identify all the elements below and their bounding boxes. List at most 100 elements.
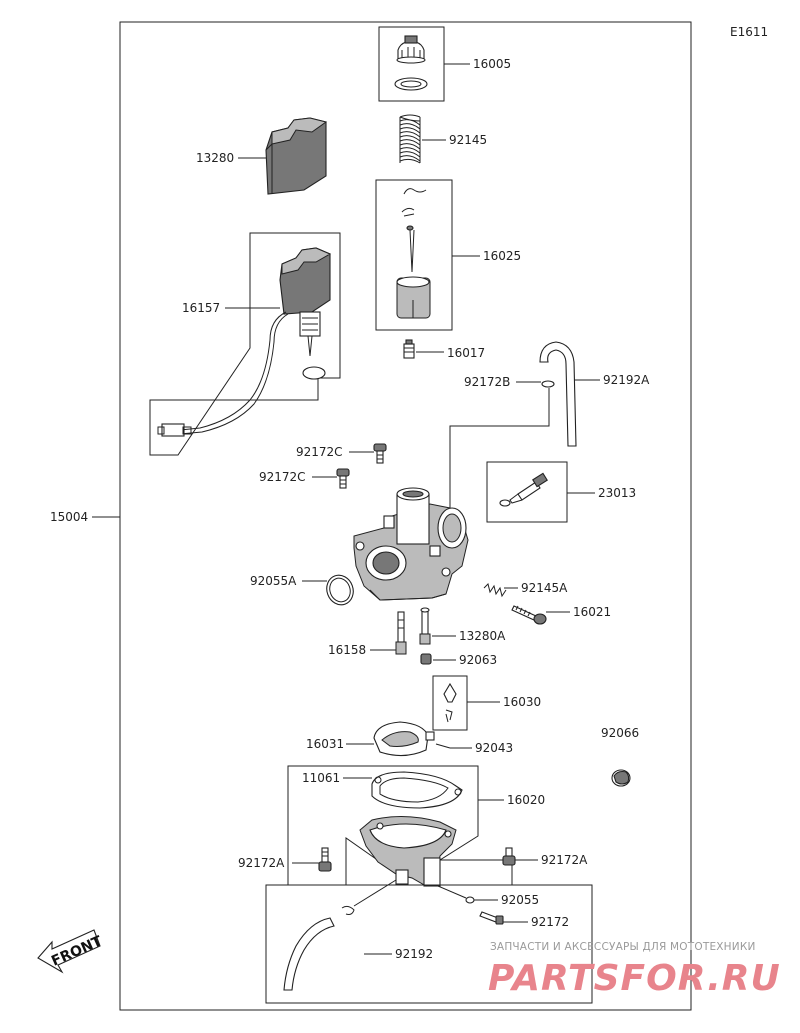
stop-screw-icon — [511, 605, 547, 625]
emulsion-tube-icon — [419, 607, 431, 645]
label-92172A-left: 92172A — [238, 856, 285, 870]
label-16017: 16017 — [447, 346, 485, 360]
screw-icon — [336, 468, 350, 489]
part-92043[interactable]: 92043 — [435, 741, 513, 755]
needle-slide-icon — [396, 188, 431, 319]
part-92145A[interactable]: 92145A — [483, 581, 568, 598]
clip-icon — [541, 380, 555, 388]
label-92172C-upper: 92172C — [296, 445, 343, 459]
label-16020: 16020 — [507, 793, 545, 807]
label-92192A: 92192A — [603, 373, 650, 387]
part-16157-box — [149, 232, 341, 456]
label-16025: 16025 — [483, 249, 521, 263]
float-chamber-icon — [359, 815, 457, 887]
label-92172A-right: 92172A — [541, 853, 588, 867]
watermark: ЗАПЧАСТИ И АКСЕССУАРЫ ДЛЯ МОТОТЕХНИКИ PA… — [488, 941, 781, 999]
label-92043: 92043 — [475, 741, 513, 755]
plug-icon — [420, 653, 432, 665]
drain-hose-icon — [283, 879, 397, 991]
part-92172B[interactable]: 92172B — [449, 375, 555, 520]
part-92145[interactable]: 92145 — [399, 114, 487, 164]
label-15004: 15004 — [50, 510, 88, 524]
o-ring-icon — [326, 574, 354, 606]
part-92063[interactable]: 92063 — [420, 653, 497, 667]
part-92192A[interactable]: 92192A — [539, 341, 650, 447]
part-92066[interactable]: 92066 — [601, 726, 639, 787]
carb-cap-icon — [394, 35, 428, 91]
label-92066: 92066 — [601, 726, 639, 740]
label-92055A: 92055A — [250, 574, 297, 588]
screw-icon — [318, 847, 332, 872]
air-screw-icon — [499, 472, 548, 507]
part-16030[interactable]: 16030 — [432, 675, 541, 731]
arrow-icon — [37, 929, 101, 974]
float-valve-icon — [443, 682, 457, 723]
part-92172A-right[interactable]: 92172A — [502, 847, 588, 867]
small-spring-icon — [483, 583, 507, 598]
watermark-brand: PARTSFOR.RU — [488, 958, 781, 999]
drain-screw-icon — [479, 911, 504, 925]
label-92172C-lower: 92172C — [259, 470, 306, 484]
label-23013: 23013 — [598, 486, 636, 500]
pilot-jet-icon — [395, 611, 407, 655]
label-92172B: 92172B — [464, 375, 510, 389]
part-92055A[interactable]: 92055A — [250, 571, 357, 608]
label-11061: 11061 — [302, 771, 340, 785]
part-92055[interactable]: 92055 — [437, 885, 539, 907]
part-92172C-lower[interactable]: 92172C — [259, 468, 350, 489]
label-92145A: 92145A — [521, 581, 568, 595]
hose-icon — [539, 341, 577, 447]
part-13280[interactable]: 13280 — [196, 117, 328, 195]
part-92172A-left[interactable]: 92172A — [238, 847, 332, 872]
label-16005: 16005 — [473, 57, 511, 71]
assembly-frame — [119, 21, 692, 1011]
label-92063: 92063 — [459, 653, 497, 667]
part-92172[interactable]: 92172 — [479, 911, 569, 929]
pin-icon — [435, 743, 451, 749]
part-16017[interactable]: 16017 — [403, 339, 485, 360]
diagram-code: E1611 — [730, 25, 768, 39]
part-16005[interactable]: 16005 — [378, 26, 511, 102]
small-o-ring-icon — [465, 896, 475, 904]
cover-icon — [265, 117, 328, 195]
part-16031[interactable]: 16031 — [306, 721, 435, 757]
carburetor-body-icon — [353, 487, 469, 601]
gasket-icon — [371, 771, 463, 809]
part-15004[interactable]: 15004 — [50, 487, 469, 601]
label-92192: 92192 — [395, 947, 433, 961]
spring-icon — [399, 114, 421, 164]
label-13280A: 13280A — [459, 629, 506, 643]
part-23013-box — [486, 461, 568, 523]
part-92172C-upper[interactable]: 92172C — [296, 443, 387, 464]
part-16025-box — [375, 179, 453, 331]
label-92145: 92145 — [449, 133, 487, 147]
part-11061[interactable]: 11061 — [302, 771, 463, 809]
label-16158: 16158 — [328, 643, 366, 657]
screw-icon — [502, 847, 516, 866]
part-16157[interactable]: 16157 — [149, 232, 341, 456]
part-92192-box — [265, 884, 593, 1004]
jet-icon — [403, 339, 415, 359]
label-92055: 92055 — [501, 893, 539, 907]
label-16021: 16021 — [573, 605, 611, 619]
watermark-tagline: ЗАПЧАСТИ И АКСЕССУАРЫ ДЛЯ МОТОТЕХНИКИ — [490, 941, 756, 953]
part-13280A[interactable]: 13280A — [419, 607, 506, 645]
label-16030: 16030 — [503, 695, 541, 709]
part-92192[interactable]: 92192 — [265, 879, 593, 1004]
label-16157: 16157 — [182, 301, 220, 315]
part-16158[interactable]: 16158 — [328, 611, 407, 657]
label-13280: 13280 — [196, 151, 234, 165]
label-16031: 16031 — [306, 737, 344, 751]
label-92172: 92172 — [531, 915, 569, 929]
auto-choke-icon — [157, 247, 332, 437]
cap-plug-icon — [611, 769, 631, 787]
part-16021[interactable]: 16021 — [511, 605, 611, 625]
part-16025[interactable]: 16025 — [375, 179, 521, 331]
screw-icon — [373, 443, 387, 464]
float-icon — [373, 721, 435, 757]
part-23013[interactable]: 23013 — [486, 461, 636, 523]
front-arrow: FRONT — [37, 929, 105, 974]
part-16030-box — [432, 675, 468, 731]
